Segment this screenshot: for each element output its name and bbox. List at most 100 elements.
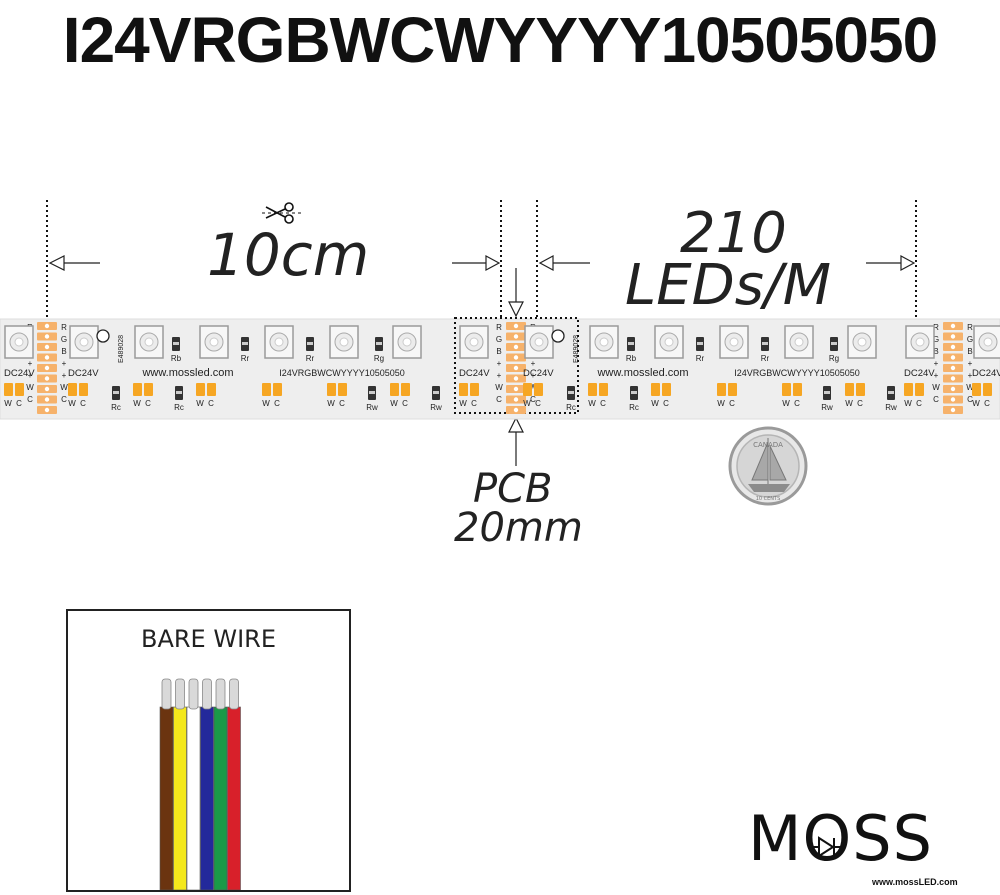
- strip-website: www.mossled.com: [596, 367, 688, 379]
- coin-value-text: 10 CENTS: [756, 496, 781, 502]
- wire-insulation: [173, 706, 187, 890]
- bare-conductor: [175, 678, 185, 710]
- pin-label-right: B: [61, 347, 66, 356]
- resistor-band: [113, 391, 119, 394]
- solder-hole: [950, 365, 956, 371]
- cut-length-label: 10cm: [207, 221, 370, 289]
- resistor-label: Rr: [761, 354, 770, 363]
- pin-label-left: W: [495, 383, 503, 392]
- rgb-led-core: [339, 337, 349, 347]
- scissors-icon: [262, 202, 304, 224]
- white-led-chip: [327, 383, 336, 396]
- warm-led-chip: [983, 383, 992, 396]
- solder-hole: [44, 407, 50, 413]
- chip-label: W: [588, 399, 596, 408]
- rgb-led-core: [599, 337, 609, 347]
- warm-led-chip: [793, 383, 802, 396]
- chip-label: W: [651, 399, 659, 408]
- pin-label-left: +: [28, 371, 33, 380]
- chip-label: C: [857, 399, 863, 408]
- strip-voltage: DC24V: [459, 368, 490, 379]
- white-led-chip: [68, 383, 77, 396]
- pin-label-left: +: [934, 359, 939, 368]
- warm-led-chip: [470, 383, 479, 396]
- pin-label-right: R: [967, 323, 973, 332]
- solder-hole: [950, 355, 956, 360]
- resistor-label: Rc: [174, 403, 184, 412]
- warm-led-chip: [856, 383, 865, 396]
- solder-hole: [513, 376, 519, 381]
- solder-hole: [513, 355, 519, 360]
- solder-hole: [44, 344, 50, 350]
- white-led-chip: [523, 383, 532, 396]
- resistor-band: [631, 391, 637, 394]
- bare-wire-panel: BARE WIRE: [66, 609, 351, 892]
- strip-voltage: DC24V: [523, 368, 554, 379]
- chip-label: C: [916, 399, 922, 408]
- chip-label: W: [782, 399, 790, 408]
- resistor-label: Rr: [696, 354, 705, 363]
- resistor-band: [888, 391, 894, 394]
- chip-label: W: [68, 399, 76, 408]
- solder-hole: [950, 334, 956, 339]
- pcb-width-label: 20mm: [454, 505, 583, 551]
- solder-hole: [44, 323, 50, 329]
- resistor-band: [433, 391, 439, 394]
- strip-model: I24VRGBWCWYYYY10505050: [734, 368, 860, 378]
- resistor-label: Rw: [885, 403, 897, 412]
- pin-label-right: +: [62, 359, 67, 368]
- chip-label: W: [904, 399, 912, 408]
- wire-insulation: [213, 706, 228, 890]
- pin-label-right: C: [530, 395, 536, 404]
- rgb-led-core: [402, 337, 412, 347]
- ul-logo-icon: [96, 329, 110, 343]
- solder-hole: [950, 344, 956, 350]
- white-led-chip: [904, 383, 913, 396]
- pin-label-right: R: [61, 323, 67, 332]
- strip-components: RRGGBB++++WWCCRRGGBB++++WWCCRRGGBB++++WW…: [4, 322, 1000, 414]
- rgb-led-chip: [973, 325, 1000, 359]
- rgb-led-core: [729, 337, 739, 347]
- white-led-chip: [717, 383, 726, 396]
- chip-label: W: [196, 399, 204, 408]
- pin-label-left: G: [933, 335, 939, 344]
- pin-label-left: G: [496, 335, 502, 344]
- rgb-led-core: [534, 337, 544, 347]
- chip-label: W: [523, 399, 531, 408]
- resistor-label: Rw: [366, 403, 378, 412]
- pin-label-right: +: [531, 371, 536, 380]
- chip-label: C: [16, 399, 22, 408]
- rgb-led-core: [857, 337, 867, 347]
- rgb-led-core: [915, 337, 925, 347]
- pin-label-left: W: [932, 383, 940, 392]
- dime-coin-icon: CANADA 10 CENTS: [728, 426, 808, 506]
- solder-hole: [513, 365, 519, 371]
- warm-led-chip: [534, 383, 543, 396]
- white-led-chip: [133, 383, 142, 396]
- logo-website: www.mossLED.com: [872, 877, 958, 887]
- resistor-band: [176, 391, 182, 394]
- resistor-label: Rw: [821, 403, 833, 412]
- warm-led-chip: [915, 383, 924, 396]
- warm-led-chip: [599, 383, 608, 396]
- warm-led-chip: [15, 383, 24, 396]
- warm-led-chip: [401, 383, 410, 396]
- pin-label-left: +: [28, 359, 33, 368]
- bare-wire-label: BARE WIRE: [141, 625, 276, 653]
- solder-hole: [513, 397, 519, 402]
- chip-label: C: [984, 399, 990, 408]
- chip-label: C: [794, 399, 800, 408]
- pin-label-right: B: [967, 347, 972, 356]
- pin-label-left: C: [496, 395, 502, 404]
- pin-label-left: W: [26, 383, 34, 392]
- white-led-chip: [782, 383, 791, 396]
- solder-hole: [950, 397, 956, 402]
- chip-label: W: [390, 399, 398, 408]
- resistor-band: [762, 342, 768, 345]
- pin-label-right: +: [968, 371, 973, 380]
- pin-label-left: +: [934, 371, 939, 380]
- warm-led-chip: [662, 383, 671, 396]
- white-led-chip: [845, 383, 854, 396]
- bare-conductor: [215, 678, 226, 710]
- led-count-label: 210: [680, 201, 787, 266]
